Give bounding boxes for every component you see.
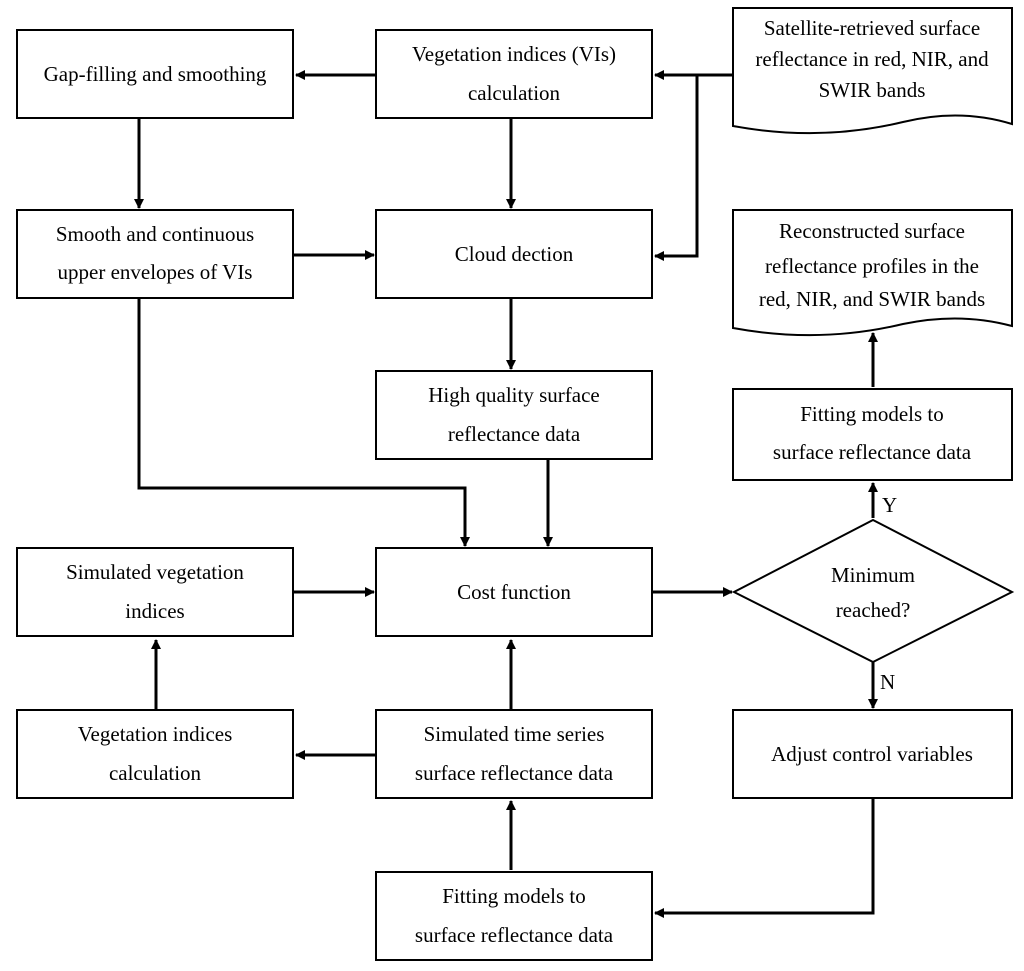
node-vi-calc-2: Vegetation indices calculation (16, 709, 294, 799)
edge-label-no: N (880, 670, 895, 694)
node-vi-calc-line2: calculation (468, 81, 561, 105)
node-reconstructed-line3: red, NIR, and SWIR bands (759, 287, 985, 311)
node-fit-right: Fitting models to surface reflectance da… (732, 388, 1013, 481)
edge-smoothenv-to-cost (137, 298, 470, 547)
node-simulated-vi-line1: Simulated vegetation (66, 560, 244, 584)
node-fit-bottom-line2: surface reflectance data (415, 923, 614, 947)
node-satellite-line2: reflectance in red, NIR, and (755, 47, 989, 71)
node-smooth-envelopes-line1: Smooth and continuous (56, 222, 254, 246)
node-high-quality: High quality surface reflectance data (375, 370, 653, 460)
node-cost-function: Cost function (375, 547, 653, 637)
connectors (134, 70, 878, 918)
node-vi-calc-2-line2: calculation (109, 761, 202, 785)
node-reconstructed-line2: reflectance profiles in the (765, 254, 979, 278)
node-simulated-ts-line2: surface reflectance data (415, 761, 614, 785)
node-satellite: Satellite-retrieved surface reflectance … (732, 7, 1013, 135)
node-gap-fill-line1: Gap-filling and smoothing (44, 62, 267, 86)
node-fit-bottom: Fitting models to surface reflectance da… (375, 871, 653, 961)
node-fit-right-line1: Fitting models to (800, 402, 944, 426)
node-cost-function-line1: Cost function (457, 580, 571, 604)
node-reconstructed-line1: Reconstructed surface (779, 219, 965, 243)
node-cloud-detection: Cloud dection (375, 209, 653, 299)
node-satellite-line3: SWIR bands (819, 78, 926, 102)
node-high-quality-line2: reflectance data (448, 422, 581, 446)
node-simulated-vi: Simulated vegetation indices (16, 547, 294, 637)
node-simulated-vi-line2: indices (125, 599, 184, 623)
node-simulated-ts: Simulated time series surface reflectanc… (375, 709, 653, 799)
node-minimum-decision: Minimum reached? (731, 518, 1015, 664)
node-adjust: Adjust control variables (732, 709, 1013, 799)
node-vi-calc-line1: Vegetation indices (VIs) (412, 42, 616, 66)
node-vi-calc-2-line1: Vegetation indices (78, 722, 233, 746)
node-gap-fill: Gap-filling and smoothing (16, 29, 294, 119)
node-reconstructed: Reconstructed surface reflectance profil… (732, 209, 1013, 337)
node-satellite-line1: Satellite-retrieved surface (764, 16, 980, 40)
node-adjust-line1: Adjust control variables (771, 742, 973, 766)
node-smooth-envelopes-line2: upper envelopes of VIs (58, 260, 253, 284)
node-smooth-envelopes: Smooth and continuous upper envelopes of… (16, 209, 294, 299)
node-simulated-ts-line1: Simulated time series (424, 722, 605, 746)
edge-label-yes: Y (882, 493, 897, 517)
node-vi-calc: Vegetation indices (VIs) calculation (375, 29, 653, 119)
edge-satellite-to-cloud (654, 73, 733, 261)
node-minimum-line2: reached? (836, 598, 911, 622)
node-fit-right-line2: surface reflectance data (773, 440, 972, 464)
node-minimum-line1: Minimum (831, 563, 915, 587)
node-fit-bottom-line1: Fitting models to (442, 884, 586, 908)
node-high-quality-line1: High quality surface (428, 383, 599, 407)
node-cloud-detection-line1: Cloud dection (455, 242, 574, 266)
edge-adjust-to-fitbottom (654, 798, 875, 918)
